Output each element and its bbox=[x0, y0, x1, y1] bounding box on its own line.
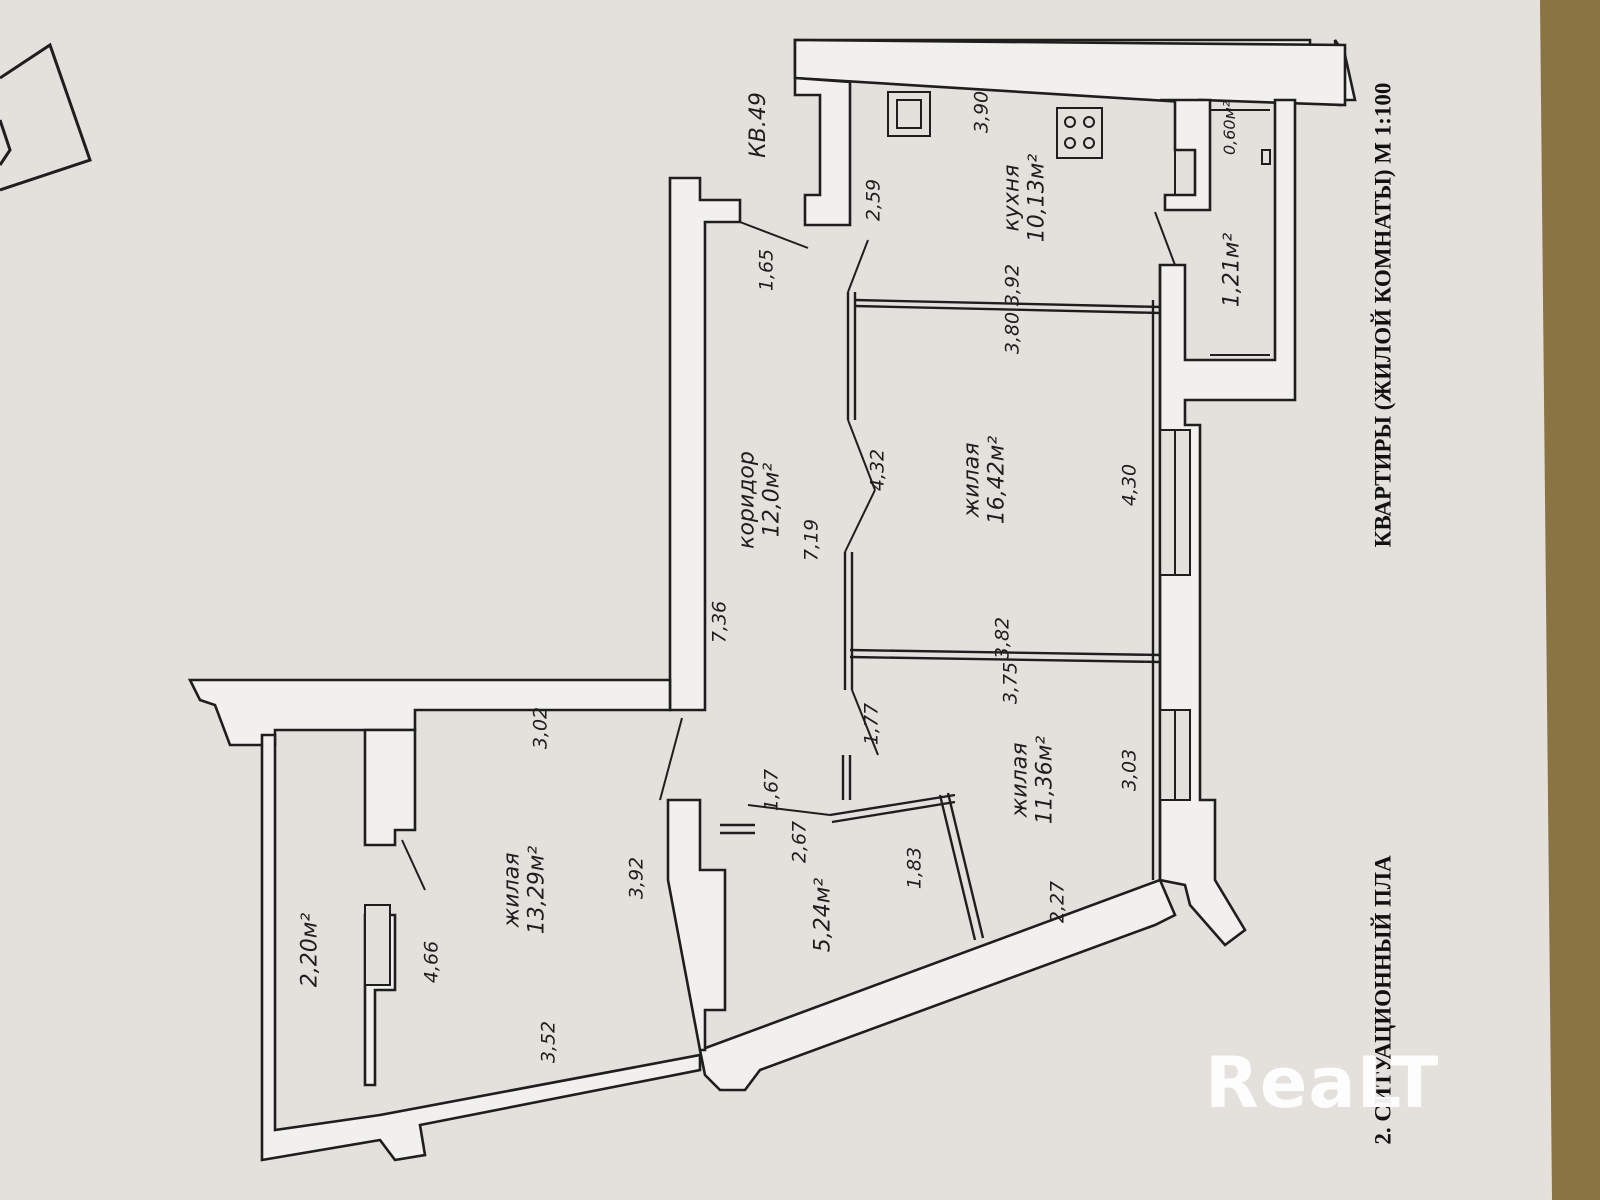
room-kitchen-name: кухня bbox=[999, 164, 1025, 232]
walls bbox=[187, 38, 1357, 1162]
dim-bedroom-left-top: 3,02 bbox=[529, 706, 552, 750]
dim-bedroom-large-left: 4,32 bbox=[866, 448, 889, 492]
room-bedroom-mid: жилая 11,36м² bbox=[1008, 736, 1059, 824]
doors bbox=[401, 211, 1176, 891]
room-bedroom-left-name: жилая bbox=[499, 852, 525, 928]
door-bedroom-left bbox=[659, 717, 683, 801]
room-storage-area: 5,24м² bbox=[810, 877, 836, 953]
dim-bedroom-left-right: 3,92 bbox=[625, 856, 648, 900]
door-entry bbox=[739, 221, 809, 249]
dim-bedroom-mid-bottom: 2,27 bbox=[1046, 880, 1069, 924]
door-kitchen bbox=[847, 239, 869, 293]
room-bedroom-large-name: жилая bbox=[959, 442, 985, 518]
wall-right bbox=[1158, 98, 1297, 947]
room-bedroom-mid-name: жилая bbox=[1007, 742, 1033, 818]
sink-icon bbox=[1261, 149, 1271, 165]
wall-storage-left bbox=[666, 798, 727, 1052]
dim-bedroom-large-right: 4,30 bbox=[1118, 463, 1141, 507]
windows bbox=[364, 429, 1191, 986]
dim-kitchen-left: 2,59 bbox=[862, 178, 885, 222]
door-bedroom-mid bbox=[851, 689, 879, 756]
room-corridor-area: 12,0м² bbox=[760, 462, 785, 538]
kitchen-fixtures bbox=[887, 91, 1103, 159]
door-bedroom-large bbox=[847, 419, 876, 491]
room-bedroom-large: жилая 16,42м² bbox=[960, 436, 1011, 524]
room-corridor-name: коридор bbox=[734, 451, 760, 549]
stove-icon bbox=[1056, 107, 1103, 159]
room-kitchen-area: 10,13м² bbox=[1025, 153, 1050, 243]
dim-bedroom-large-top: 3,80 bbox=[1001, 311, 1024, 355]
dim-bedroom-mid-left: 1,77 bbox=[860, 702, 883, 746]
wall-bottom-left bbox=[260, 733, 702, 1162]
apartment-number: КВ.49 bbox=[746, 92, 771, 158]
room-bedroom-mid-area: 11,36м² bbox=[1033, 735, 1058, 825]
realt-watermark: ReaLT bbox=[1205, 1042, 1440, 1124]
dim-bedroom-mid-top: 3,75 bbox=[999, 661, 1022, 705]
dim-storage-top: 1,67 bbox=[760, 768, 783, 812]
wall-balcony-divider bbox=[363, 728, 417, 847]
dim-storage-left: 2,67 bbox=[788, 820, 811, 864]
room-bedroom-large-area: 16,42м² bbox=[985, 435, 1010, 525]
room-bedroom-left: жилая 13,29м² bbox=[500, 846, 551, 934]
room-bathroom-area: 1,21м² bbox=[1219, 232, 1245, 308]
window-balcony bbox=[364, 904, 391, 986]
wall-bottom-right bbox=[698, 878, 1177, 1092]
dim-bedroom-left-left: 4,66 bbox=[420, 940, 443, 984]
dim-corridor-wall: 7,36 bbox=[708, 600, 731, 644]
dim-kitchen-top: 3,90 bbox=[970, 90, 993, 134]
door-balcony bbox=[401, 839, 426, 891]
dim-kitchen-bottom: 3,92 bbox=[1001, 263, 1024, 307]
ventilation-shaft bbox=[887, 91, 931, 137]
wall-left-wing-top bbox=[187, 678, 672, 747]
dim-bedroom-left-bottom: 3,52 bbox=[537, 1020, 560, 1064]
neighbour-fragment bbox=[0, 42, 92, 192]
wall-kitchen-left bbox=[793, 76, 852, 227]
dim-corridor-length: 7,19 bbox=[800, 518, 823, 562]
room-kitchen: кухня 10,13м² bbox=[1000, 154, 1051, 242]
dim-corridor-entry: 1,65 bbox=[755, 248, 778, 292]
dim-storage-right: 1,83 bbox=[903, 846, 926, 890]
door-storage bbox=[747, 804, 831, 816]
room-bedroom-left-area: 13,29м² bbox=[525, 845, 550, 935]
dim-bedroom-mid-right: 3,03 bbox=[1118, 748, 1141, 792]
paper-sheet bbox=[0, 0, 1552, 1200]
partitions bbox=[720, 265, 1162, 941]
room-balcony-area: 2,20м² bbox=[297, 912, 323, 988]
header-plan-title: КВАРТИРЫ (ЖИЛОЙ КОМНАТЫ) М 1:100 bbox=[1370, 82, 1396, 548]
bath-fixtures bbox=[1174, 109, 1271, 356]
room-corridor: коридор 12,0м² bbox=[735, 451, 786, 549]
dim-bedroom-large-bottom: 3,82 bbox=[991, 616, 1014, 660]
room-toilet-area: 0,60м² bbox=[1220, 100, 1239, 156]
door-bath bbox=[1154, 211, 1176, 266]
toilet-icon bbox=[1174, 149, 1196, 196]
